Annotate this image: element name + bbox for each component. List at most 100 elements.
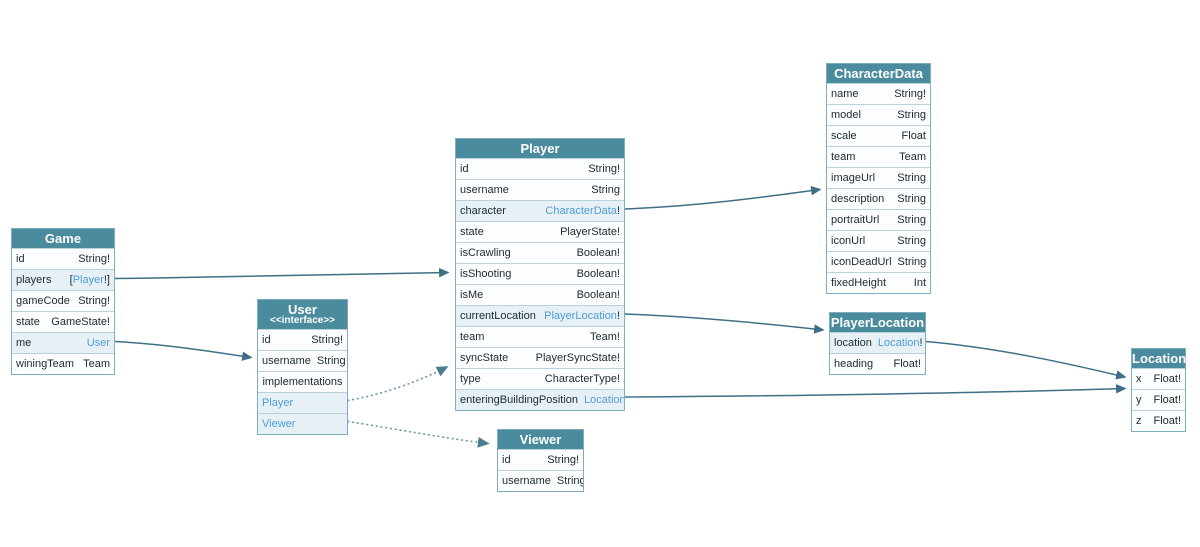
field-row-player-currentLocation[interactable]: currentLocation PlayerLocation! <box>456 305 624 326</box>
field-type: PlayerSyncState! <box>536 348 620 368</box>
field-type: Float! <box>893 354 921 374</box>
type-text: ! <box>616 310 620 322</box>
type-text: String! <box>894 88 926 100</box>
table-title: Game <box>44 231 82 246</box>
field-type: CharacterData! <box>545 201 620 221</box>
field-type: String <box>897 168 926 188</box>
field-name: state <box>460 226 484 238</box>
edge-user-viewer-to-viewer <box>347 420 490 448</box>
type-text: Int <box>913 277 926 289</box>
field-type: String! <box>78 291 110 311</box>
type-text: String <box>897 235 926 247</box>
field-row-game-players[interactable]: players[Player!] <box>12 269 114 290</box>
table-header-characterData[interactable]: CharacterData <box>827 64 930 83</box>
field-row-playerLocation-location[interactable]: location Location! <box>830 332 925 353</box>
field-name: isMe <box>460 289 484 301</box>
field-name: winingTeam <box>16 358 75 370</box>
type-text: String <box>897 109 926 121</box>
type-link[interactable]: Location <box>584 394 624 406</box>
type-text: String <box>316 355 346 367</box>
type-text: Float! <box>1153 415 1181 427</box>
field-row-player-character[interactable]: character CharacterData! <box>456 200 624 221</box>
field-type: String! <box>78 249 110 269</box>
type-link[interactable]: Viewer <box>262 418 296 430</box>
field-name: id <box>460 163 469 175</box>
table-header-playerLocation[interactable]: PlayerLocation <box>830 313 925 332</box>
type-link[interactable]: CharacterData <box>545 205 617 217</box>
field-name: iconDeadUrl <box>831 256 892 268</box>
table-header-location[interactable]: Location <box>1132 349 1187 368</box>
field-row-player-enteringBuildingPosition[interactable]: enteringBuildingPosition Location <box>456 389 624 410</box>
type-link[interactable]: Player <box>72 274 104 286</box>
field-name: username <box>262 355 311 367</box>
field-name: isShooting <box>460 268 512 280</box>
edge-player-character-to-characterData <box>624 186 822 210</box>
field-type: String <box>897 105 926 125</box>
type-link[interactable]: PlayerLocation <box>544 310 617 322</box>
type-text: String <box>897 193 926 205</box>
type-text: !] <box>103 274 110 286</box>
field-name: id <box>262 334 271 346</box>
field-name: currentLocation <box>460 310 536 322</box>
field-type: String <box>591 180 620 200</box>
type-text: Float! <box>1153 373 1181 385</box>
type-text: Float! <box>1153 394 1181 406</box>
type-text: PlayerState! <box>560 226 620 238</box>
type-text: Team! <box>590 331 620 343</box>
table-header-game[interactable]: Game <box>12 229 114 248</box>
field-name: character <box>460 205 506 217</box>
type-link[interactable]: Location <box>877 337 920 349</box>
type-text: String! <box>547 454 579 466</box>
field-type: Location! <box>878 333 923 353</box>
field-type: User <box>87 333 110 353</box>
field-type: Boolean! <box>577 243 620 263</box>
table-header-player[interactable]: Player <box>456 139 624 158</box>
field-name: gameCode <box>16 295 70 307</box>
type-link[interactable]: User <box>86 337 110 349</box>
field-row-user-Player[interactable]: Player <box>258 392 347 413</box>
field-type: String! <box>588 159 620 179</box>
field-type: Float! <box>1153 390 1181 410</box>
type-text: String! <box>78 295 110 307</box>
field-name: players <box>16 274 52 286</box>
field-name: location <box>834 337 872 349</box>
type-text: String <box>897 172 926 184</box>
type-text: Float! <box>893 358 921 370</box>
table-header-user[interactable]: User<<interface>> <box>258 300 347 329</box>
table-title: Location <box>1132 351 1187 366</box>
type-text: String <box>556 475 583 487</box>
type-text: String <box>591 184 620 196</box>
edge-playerLocation-location-to-location <box>925 340 1127 380</box>
field-type: String <box>897 231 926 251</box>
field-name: enteringBuildingPosition <box>460 394 579 406</box>
type-link[interactable]: Player <box>262 397 294 409</box>
table-header-viewer[interactable]: Viewer <box>498 430 583 449</box>
type-text: Float <box>901 130 926 142</box>
field-row-user-Viewer[interactable]: Viewer <box>258 413 347 434</box>
field-type: Float! <box>1153 369 1181 389</box>
type-text: String! <box>311 334 343 346</box>
type-text: ! <box>616 205 620 217</box>
field-name: y <box>1136 394 1142 406</box>
